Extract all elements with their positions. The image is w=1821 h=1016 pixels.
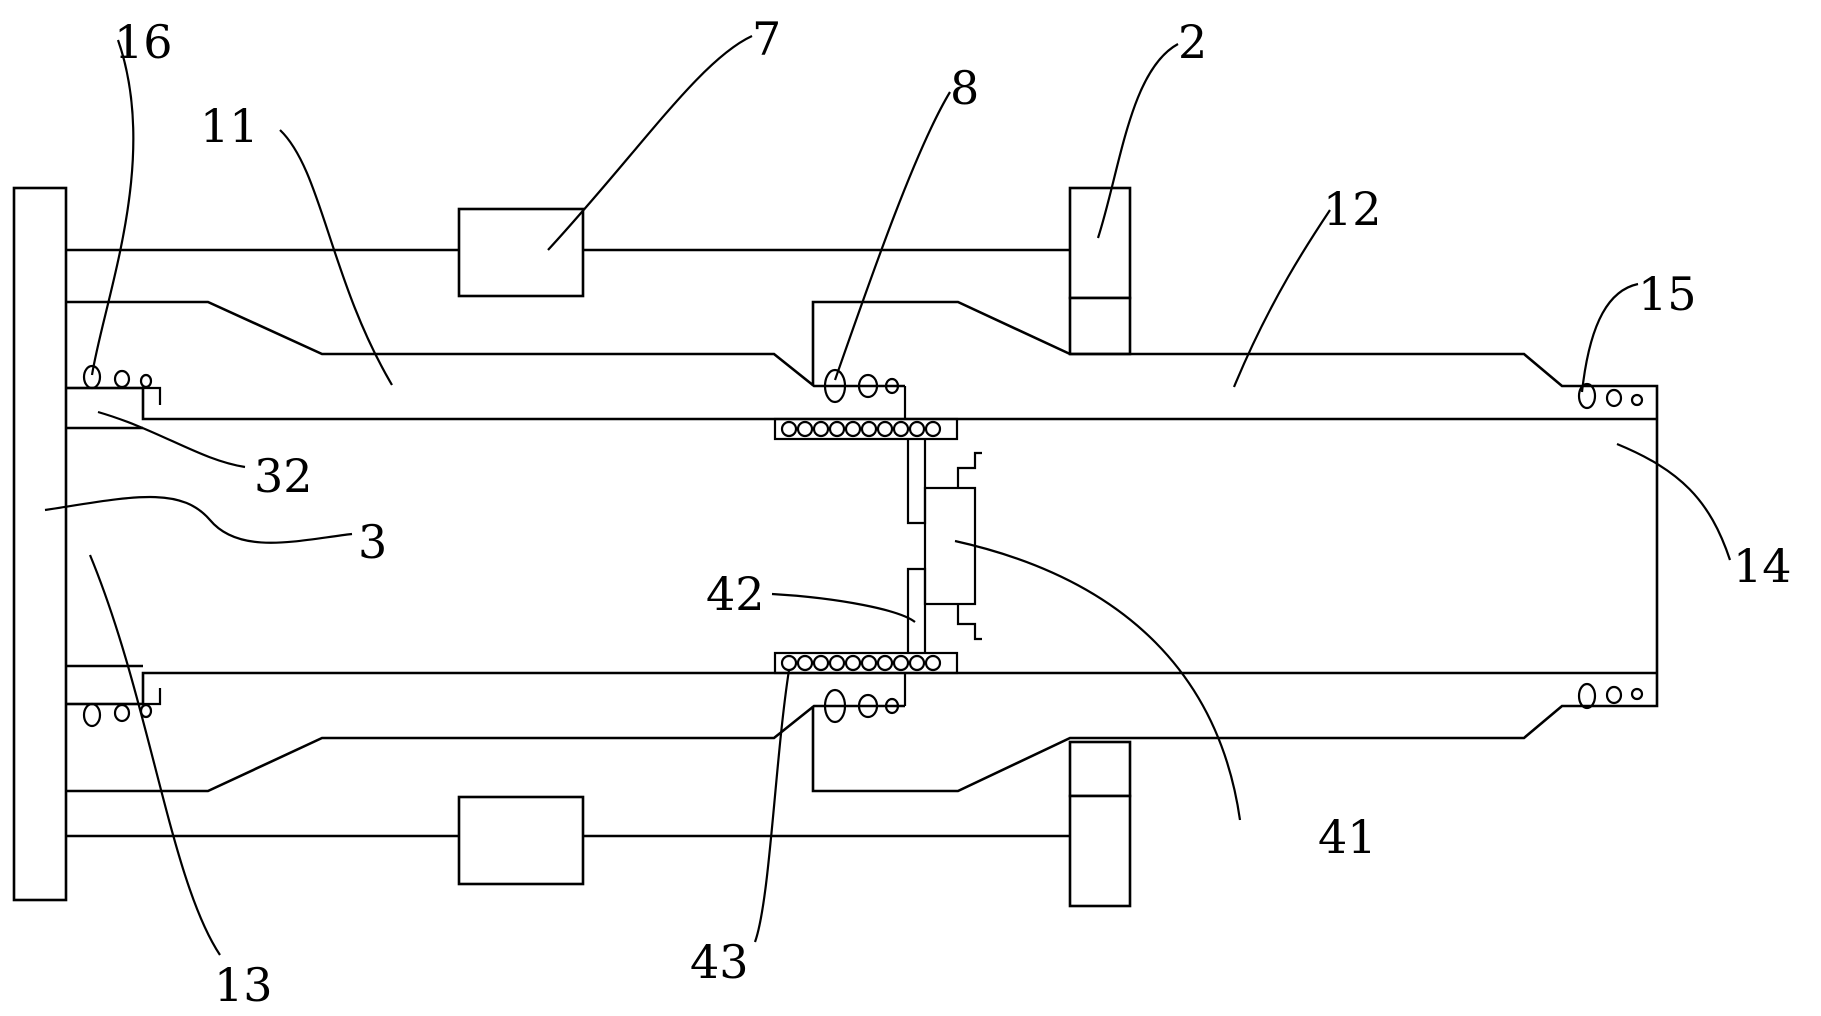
leader-7 xyxy=(547,35,753,251)
lower-housing-right xyxy=(811,673,1659,793)
label-42: 42 xyxy=(706,567,765,621)
leader-43 xyxy=(753,669,791,943)
leader-15 xyxy=(1580,282,1639,393)
upper-housing-left xyxy=(66,300,905,388)
leader-12 xyxy=(1232,209,1331,388)
leader-13 xyxy=(88,554,221,956)
label-14: 14 xyxy=(1733,539,1792,593)
leader-lines xyxy=(44,35,1732,956)
label-43: 43 xyxy=(690,935,749,989)
left-seal xyxy=(66,364,162,728)
lower-actuator-box xyxy=(457,795,585,886)
label-41: 41 xyxy=(1318,810,1377,864)
label-2: 2 xyxy=(1178,15,1207,69)
leader-11 xyxy=(279,129,393,386)
label-15: 15 xyxy=(1638,267,1697,321)
label-13: 13 xyxy=(214,958,273,1012)
label-7: 7 xyxy=(752,12,781,66)
leader-32 xyxy=(97,410,246,469)
lower-coil xyxy=(773,651,959,675)
upper-housing-right xyxy=(811,300,1659,419)
leader-8 xyxy=(833,91,951,381)
right-seal xyxy=(1577,382,1644,710)
leader-16 xyxy=(90,39,135,376)
valve-assembly xyxy=(906,439,982,653)
leader-2 xyxy=(1096,43,1179,239)
upper-clamp xyxy=(1068,186,1132,356)
upper-actuator-box xyxy=(457,207,585,298)
mounting-plate xyxy=(12,186,68,902)
lower-housing-left xyxy=(66,704,905,793)
middle-seal xyxy=(823,368,907,724)
label-32: 32 xyxy=(254,449,313,503)
leader-42 xyxy=(771,592,916,623)
label-11: 11 xyxy=(200,99,259,153)
leader-14 xyxy=(1616,442,1732,561)
label-16: 16 xyxy=(114,15,173,69)
leader-3 xyxy=(44,495,353,544)
leader-41 xyxy=(954,539,1242,821)
label-12: 12 xyxy=(1323,182,1382,236)
label-8: 8 xyxy=(950,61,979,115)
upper-coil xyxy=(773,417,959,441)
lower-clamp xyxy=(1068,740,1132,908)
label-3: 3 xyxy=(358,515,387,569)
